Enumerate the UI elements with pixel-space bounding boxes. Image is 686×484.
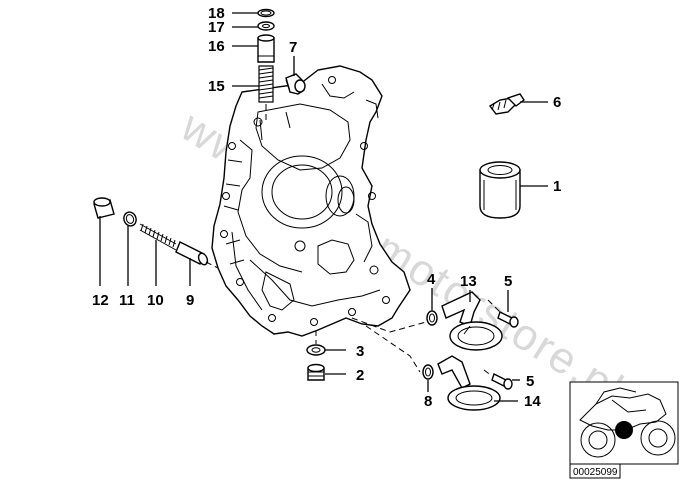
motorcycle-thumbnail: 00025099	[569, 381, 679, 479]
callout-4: 4	[427, 271, 436, 288]
callout-13: 13	[460, 273, 477, 290]
dashline-5a	[487, 299, 501, 313]
callout-6: 6	[553, 94, 561, 111]
dashline-8	[365, 325, 421, 373]
part-18-circlip	[257, 8, 275, 18]
callout-3: 3	[356, 343, 364, 360]
callout-12: 12	[92, 292, 109, 309]
callout-18: 18	[208, 5, 225, 22]
callout-11: 11	[119, 292, 135, 309]
part-2-drain-plug	[307, 363, 325, 381]
callout-10: 10	[147, 292, 164, 309]
part-14-oil-pickup	[437, 355, 501, 411]
callout-16: 16	[208, 38, 225, 55]
part-7-elbow-fitting	[285, 73, 306, 95]
part-11-sealing-ring	[123, 211, 137, 227]
callout-1: 1	[553, 178, 561, 195]
part-10-spring	[139, 223, 177, 251]
part-12-plug-screw	[93, 197, 115, 219]
engine-location-marker	[615, 421, 633, 439]
part-8-o-ring	[422, 364, 434, 380]
callout-5-upper: 5	[504, 273, 512, 290]
leader-lines	[99, 12, 548, 402]
part-4-o-ring	[426, 310, 438, 326]
part-3-washer	[306, 344, 326, 356]
part-17-washer	[257, 21, 275, 31]
callout-5-lower: 5	[526, 373, 534, 390]
callout-8: 8	[424, 393, 432, 410]
part-1-oil-filter	[479, 161, 521, 219]
dashline-4	[351, 317, 427, 333]
part-5-screw-lower	[491, 373, 513, 390]
callout-2: 2	[356, 367, 364, 384]
part-6-oil-pressure-switch	[488, 93, 525, 115]
callout-14: 14	[524, 393, 541, 410]
dashline-5b	[483, 369, 493, 377]
diagram-code: 00025099	[573, 467, 618, 478]
callout-15: 15	[208, 78, 225, 95]
callout-labels: 18 17 16 15 7 6 1 12 11 10 9 4 13 5 3 2 …	[92, 5, 561, 410]
callout-17: 17	[208, 19, 225, 36]
callout-9: 9	[186, 292, 194, 309]
part-15-spring	[258, 65, 274, 103]
callout-7: 7	[289, 39, 297, 56]
part-16-piston	[257, 34, 275, 63]
engine-housing	[211, 65, 411, 337]
part-9-piston	[175, 241, 209, 266]
dashline-9	[205, 261, 219, 269]
part-5-screw-upper	[497, 311, 519, 328]
